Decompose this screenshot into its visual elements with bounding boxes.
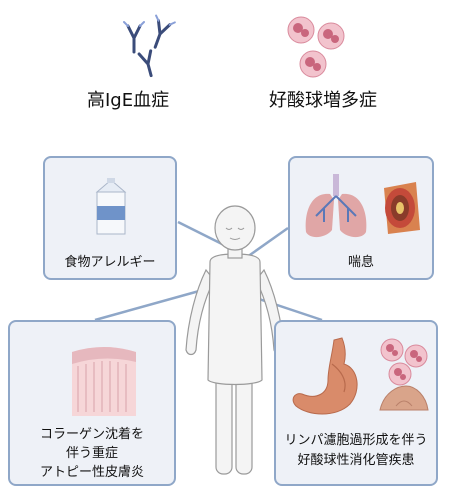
food-allergy-label: 食物アレルギー <box>64 255 156 270</box>
high-ige-title: 高IgE血症 <box>87 90 170 111</box>
asthma-card: 喘息 <box>288 156 434 280</box>
skin-label-line3: アトピー性皮膚炎 <box>39 465 144 480</box>
gi-label-line2: 好酸球性消化管疾患 <box>297 453 415 468</box>
food-allergy-card: 食物アレルギー <box>43 156 177 280</box>
asthma-label: 喘息 <box>347 255 374 270</box>
milk-carton-icon <box>95 178 127 235</box>
skin-label-line2: 伴う重症 <box>65 446 118 461</box>
antibody-icon <box>123 14 176 78</box>
connector-skin <box>94 286 211 322</box>
eosinophilia-title: 好酸球増多症 <box>269 90 377 111</box>
stomach-icon <box>292 337 358 415</box>
lungs-icon <box>305 174 367 238</box>
skin-label-line1: コラーゲン沈着を <box>39 427 144 442</box>
eosinophil-icon <box>287 16 345 78</box>
connector-food <box>177 220 227 248</box>
airway-icon <box>384 182 420 234</box>
gi-label-line1: リンパ濾胞過形成を伴う <box>284 433 428 448</box>
skin-card: コラーゲン沈着を 伴う重症 アトピー性皮膚炎 <box>8 320 176 486</box>
gi-eosinophil-icon <box>379 338 429 411</box>
skin-section-icon <box>72 347 136 416</box>
gi-card: リンパ濾胞過形成を伴う 好酸球性消化管疾患 <box>274 320 438 486</box>
